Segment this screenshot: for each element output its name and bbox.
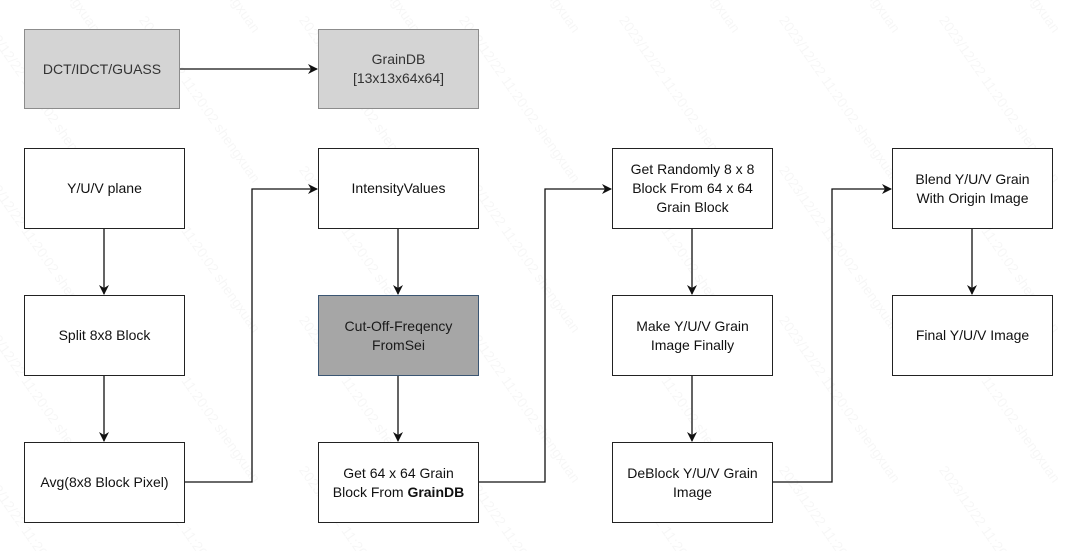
node-label-line1: Cut-Off-Freqency <box>344 317 453 334</box>
node-label-line2: Image Finally <box>650 336 735 353</box>
node-dct-idct-guass[interactable]: DCT/IDCT/GUASS <box>24 29 180 109</box>
node-label-line3: Grain Block <box>656 199 729 215</box>
node-cut-off-frequency[interactable]: Cut-Off-Freqency FromSei <box>318 295 479 376</box>
node-intensity-values[interactable]: IntensityValues <box>318 148 479 229</box>
node-label: DCT/IDCT/GUASS <box>42 60 162 77</box>
node-blend-grain[interactable]: Blend Y/U/V Grain With Origin Image <box>892 148 1053 229</box>
node-label: Split 8x8 Block <box>58 327 151 343</box>
node-label-line2: Block From GrainDB <box>333 483 464 502</box>
node-split-8x8-block[interactable]: Split 8x8 Block <box>24 295 185 376</box>
edge-avg-to-intensity <box>185 184 318 483</box>
node-deblock-grain-image[interactable]: DeBlock Y/U/V Grain Image <box>612 442 773 523</box>
node-label-line1: DeBlock Y/U/V Grain <box>627 464 758 481</box>
node-final-yuv-image[interactable]: Final Y/U/V Image <box>892 295 1053 376</box>
node-graindb[interactable]: GrainDB [13x13x64x64] <box>318 29 479 109</box>
edge-deblock-to-blend <box>772 184 892 483</box>
node-label-line2: Block From 64 x 64 <box>632 180 753 196</box>
node-label-line1: Get 64 x 64 Grain <box>343 464 454 481</box>
node-label-line2: Image <box>673 483 712 500</box>
node-label: Final Y/U/V Image <box>915 327 1030 343</box>
node-get-randomly-8x8-block[interactable]: Get Randomly 8 x 8 Block From 64 x 64 Gr… <box>612 148 773 229</box>
node-get-64x64-grain-block[interactable]: Get 64 x 64 Grain Block From GrainDB <box>318 442 479 523</box>
node-label-line2: [13x13x64x64] <box>352 70 445 86</box>
node-label-line2: With Origin Image <box>916 189 1029 206</box>
node-label-line1: Blend Y/U/V Grain <box>915 170 1030 187</box>
node-yuv-plane[interactable]: Y/U/V plane <box>24 148 185 229</box>
edge-get64-to-random8 <box>479 184 612 483</box>
node-label-line1: GrainDB <box>371 51 426 67</box>
node-label-line1: Get Randomly 8 x 8 <box>630 161 755 177</box>
node-make-grain-image[interactable]: Make Y/U/V Grain Image Finally <box>612 295 773 376</box>
node-label-line1: Make Y/U/V Grain <box>636 317 749 334</box>
node-label-line2-bold: GrainDB <box>407 483 465 500</box>
node-label-line2-prefix: Block From <box>332 483 408 500</box>
node-label: Avg(8x8 Block Pixel) <box>40 474 169 490</box>
node-label: Y/U/V plane <box>67 180 142 196</box>
node-avg-block-pixel[interactable]: Avg(8x8 Block Pixel) <box>24 442 185 523</box>
node-label-line2: FromSei <box>372 336 425 353</box>
node-label: IntensityValues <box>351 180 446 196</box>
